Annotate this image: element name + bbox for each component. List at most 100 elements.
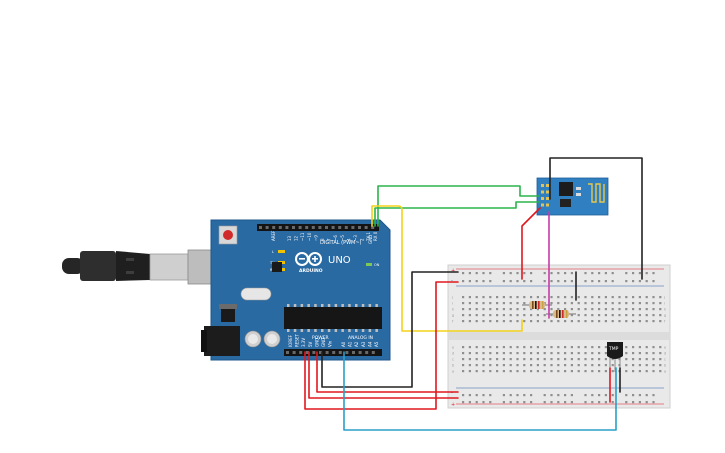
grid-hole[interactable] (652, 296, 655, 299)
grid-hole[interactable] (598, 296, 601, 299)
grid-hole[interactable] (516, 364, 519, 367)
grid-hole[interactable] (618, 314, 621, 317)
grid-hole[interactable] (632, 308, 635, 311)
grid-hole[interactable] (625, 352, 628, 355)
rail-hole[interactable] (482, 401, 485, 404)
grid-hole[interactable] (550, 352, 553, 355)
grid-hole[interactable] (462, 302, 465, 305)
grid-hole[interactable] (584, 302, 587, 305)
grid-hole[interactable] (611, 320, 614, 323)
grid-hole[interactable] (638, 346, 641, 349)
grid-hole[interactable] (577, 358, 580, 361)
grid-hole[interactable] (509, 320, 512, 323)
grid-hole[interactable] (645, 308, 648, 311)
grid-hole[interactable] (509, 296, 512, 299)
rail-hole[interactable] (523, 394, 526, 397)
grid-hole[interactable] (564, 296, 567, 299)
rail-hole[interactable] (516, 272, 519, 275)
grid-hole[interactable] (570, 370, 573, 373)
grid-hole[interactable] (638, 320, 641, 323)
grid-hole[interactable] (475, 308, 478, 311)
rail-hole[interactable] (584, 280, 587, 283)
rail-hole[interactable] (645, 280, 648, 283)
grid-hole[interactable] (475, 358, 478, 361)
grid-hole[interactable] (638, 358, 641, 361)
rail-hole[interactable] (625, 272, 628, 275)
digital-header-hole[interactable] (325, 226, 328, 229)
grid-hole[interactable] (659, 352, 662, 355)
grid-hole[interactable] (530, 320, 533, 323)
rail-hole[interactable] (543, 272, 546, 275)
grid-hole[interactable] (618, 302, 621, 305)
grid-hole[interactable] (564, 364, 567, 367)
grid-hole[interactable] (659, 308, 662, 311)
grid-hole[interactable] (645, 352, 648, 355)
grid-hole[interactable] (468, 346, 471, 349)
grid-hole[interactable] (570, 302, 573, 305)
grid-hole[interactable] (652, 364, 655, 367)
grid-hole[interactable] (543, 320, 546, 323)
grid-hole[interactable] (496, 314, 499, 317)
grid-hole[interactable] (611, 314, 614, 317)
grid-hole[interactable] (550, 346, 553, 349)
rail-hole[interactable] (475, 394, 478, 397)
rail-hole[interactable] (611, 272, 614, 275)
rail-hole[interactable] (509, 401, 512, 404)
grid-hole[interactable] (550, 320, 553, 323)
rail-hole[interactable] (652, 272, 655, 275)
rail-hole[interactable] (625, 280, 628, 283)
grid-hole[interactable] (632, 364, 635, 367)
grid-hole[interactable] (543, 346, 546, 349)
grid-hole[interactable] (638, 302, 641, 305)
grid-hole[interactable] (550, 370, 553, 373)
grid-hole[interactable] (611, 308, 614, 311)
power-header-hole[interactable] (365, 351, 369, 354)
wire-red-5v-bottom[interactable] (308, 351, 459, 399)
grid-hole[interactable] (482, 358, 485, 361)
grid-hole[interactable] (659, 358, 662, 361)
power-header-hole[interactable] (286, 351, 289, 354)
grid-hole[interactable] (502, 346, 505, 349)
grid-hole[interactable] (468, 370, 471, 373)
grid-hole[interactable] (557, 302, 560, 305)
grid-hole[interactable] (536, 296, 539, 299)
rail-hole[interactable] (516, 401, 519, 404)
rail-hole[interactable] (632, 280, 635, 283)
grid-hole[interactable] (530, 296, 533, 299)
grid-hole[interactable] (509, 352, 512, 355)
grid-hole[interactable] (584, 346, 587, 349)
grid-hole[interactable] (625, 358, 628, 361)
grid-hole[interactable] (604, 314, 607, 317)
grid-hole[interactable] (462, 358, 465, 361)
grid-hole[interactable] (523, 296, 526, 299)
grid-hole[interactable] (659, 370, 662, 373)
grid-hole[interactable] (591, 320, 594, 323)
grid-hole[interactable] (591, 296, 594, 299)
grid-hole[interactable] (530, 364, 533, 367)
grid-hole[interactable] (652, 314, 655, 317)
grid-hole[interactable] (564, 352, 567, 355)
rail-hole[interactable] (489, 401, 492, 404)
resistor-1[interactable] (522, 301, 552, 309)
digital-header-hole[interactable] (351, 226, 355, 229)
grid-hole[interactable] (550, 302, 553, 305)
esp-pin[interactable] (546, 184, 549, 187)
grid-hole[interactable] (625, 320, 628, 323)
rail-hole[interactable] (509, 394, 512, 397)
rail-hole[interactable] (570, 280, 573, 283)
grid-hole[interactable] (625, 302, 628, 305)
wire-black-gnd-top[interactable] (321, 271, 459, 388)
wire-green-tx[interactable] (377, 185, 540, 227)
grid-hole[interactable] (462, 314, 465, 317)
grid-hole[interactable] (652, 320, 655, 323)
power-header-hole[interactable] (371, 351, 375, 354)
grid-hole[interactable] (652, 358, 655, 361)
grid-hole[interactable] (462, 364, 465, 367)
grid-hole[interactable] (489, 364, 492, 367)
grid-hole[interactable] (557, 296, 560, 299)
grid-hole[interactable] (543, 308, 546, 311)
grid-hole[interactable] (598, 302, 601, 305)
grid-hole[interactable] (475, 352, 478, 355)
rail-hole[interactable] (584, 394, 587, 397)
